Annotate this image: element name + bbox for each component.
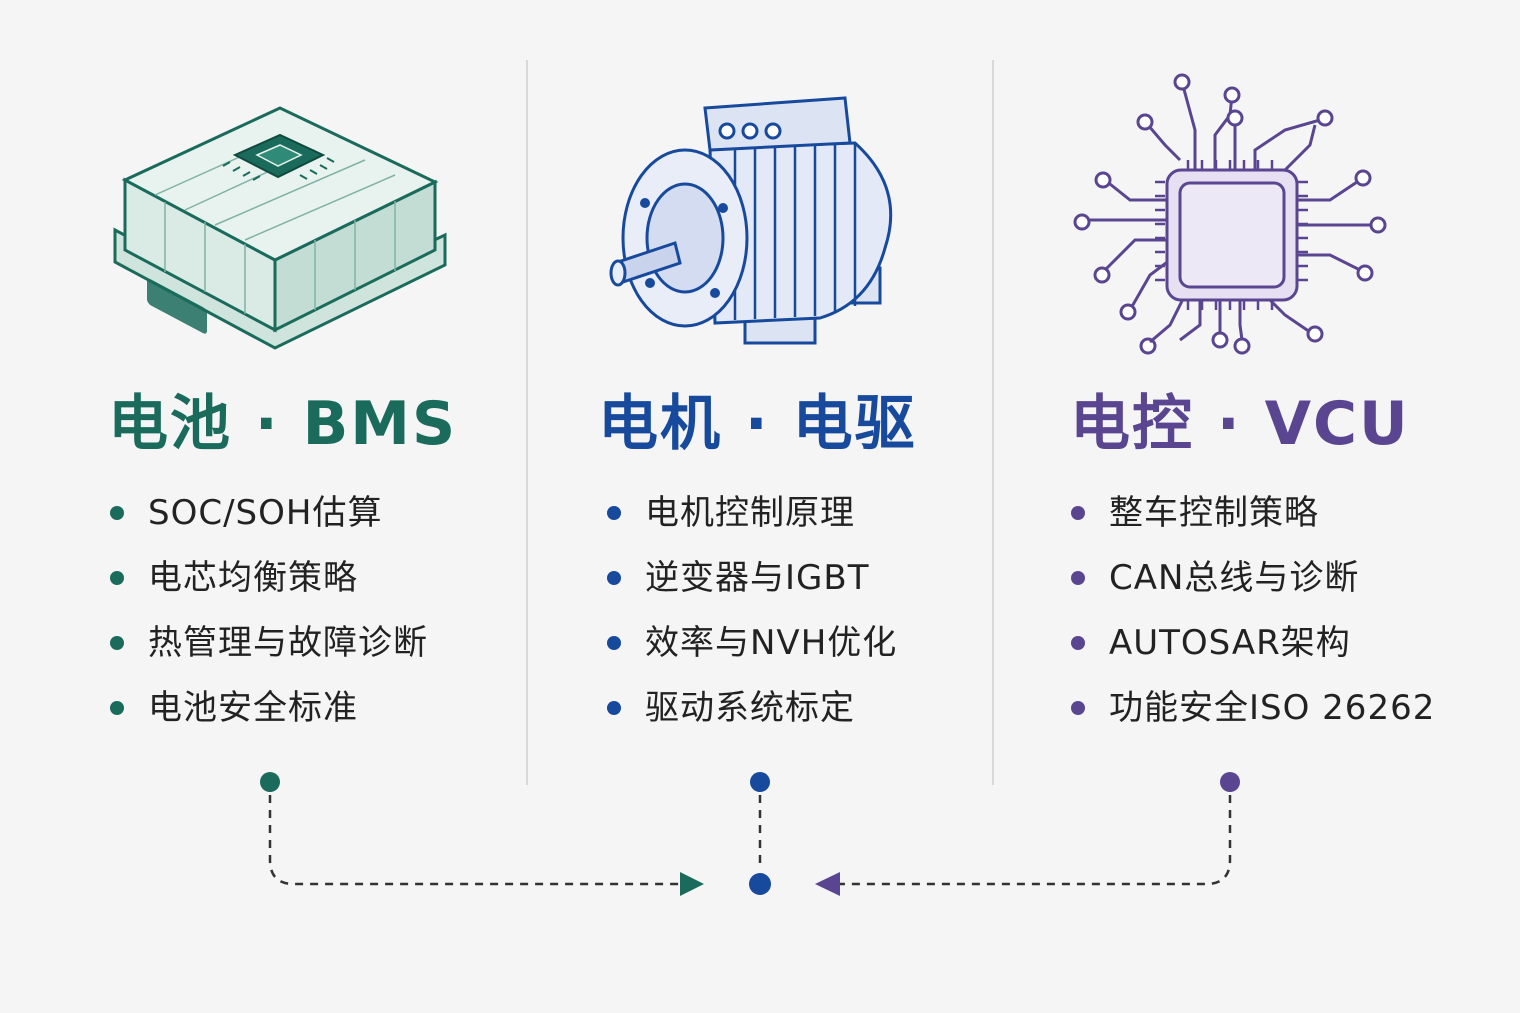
list-motor: 电机控制原理 逆变器与IGBT 效率与NVH优化 驱动系统标定 [607,490,897,750]
connector-battery [260,772,704,896]
list-item: AUTOSAR架构 [1071,620,1435,685]
divider-right [992,60,994,785]
list-item-label: 逆变器与IGBT [645,558,870,598]
bullet-dot [110,571,124,585]
title-control: 电控 · VCU [1070,389,1410,459]
bullet-dot [1071,571,1085,585]
node-motor [750,772,770,792]
bullet-dot [607,636,621,650]
list-item-label: 驱动系统标定 [645,688,855,728]
list-item: 电机控制原理 [607,490,897,555]
electric-motor-icon [605,88,905,362]
list-battery: SOC/SOH估算 电芯均衡策略 热管理与故障诊断 电池安全标准 [110,490,428,750]
list-item: 功能安全ISO 26262 [1071,685,1435,750]
list-item: 驱动系统标定 [607,685,897,750]
divider-left [526,60,528,785]
list-item: 电池安全标准 [110,685,428,750]
list-item-label: CAN总线与诊断 [1109,558,1360,598]
list-control: 整车控制策略 CAN总线与诊断 AUTOSAR架构 功能安全ISO 26262 [1071,490,1435,750]
list-item: 逆变器与IGBT [607,555,897,620]
arrow-head-control [815,872,840,896]
list-item-label: 整车控制策略 [1109,493,1319,533]
title-battery: 电池 · BMS [108,389,458,459]
bullet-dot [607,506,621,520]
node-center [749,873,771,895]
list-item: SOC/SOH估算 [110,490,428,555]
list-item: 整车控制策略 [1071,490,1435,555]
list-item-label: 功能安全ISO 26262 [1109,688,1436,728]
list-item: CAN总线与诊断 [1071,555,1435,620]
list-item-label: 效率与NVH优化 [645,623,898,663]
bullet-dot [1071,636,1085,650]
battery-pack-icon [105,100,455,359]
list-item-label: 电芯均衡策略 [148,558,358,598]
list-item-label: 热管理与故障诊断 [148,623,428,663]
bullet-dot [110,506,124,520]
node-battery [260,772,280,792]
bullet-dot [110,701,124,715]
node-control [1220,772,1240,792]
connector-motor [749,772,771,895]
bullet-dot [607,571,621,585]
list-item-label: 电机控制原理 [645,493,855,533]
list-item: 效率与NVH优化 [607,620,897,685]
bullet-dot [110,636,124,650]
bullet-dot [1071,506,1085,520]
circuit-chip-icon [1070,70,1390,364]
list-item-label: AUTOSAR架构 [1109,623,1351,663]
bullet-dot [607,701,621,715]
list-item: 热管理与故障诊断 [110,620,428,685]
bullet-dot [1071,701,1085,715]
connector-control [815,772,1240,896]
arrow-head-battery [680,872,704,896]
list-item-label: SOC/SOH估算 [148,493,383,533]
title-motor: 电机 · 电驱 [598,389,917,459]
list-item: 电芯均衡策略 [110,555,428,620]
list-item-label: 电池安全标准 [148,688,358,728]
